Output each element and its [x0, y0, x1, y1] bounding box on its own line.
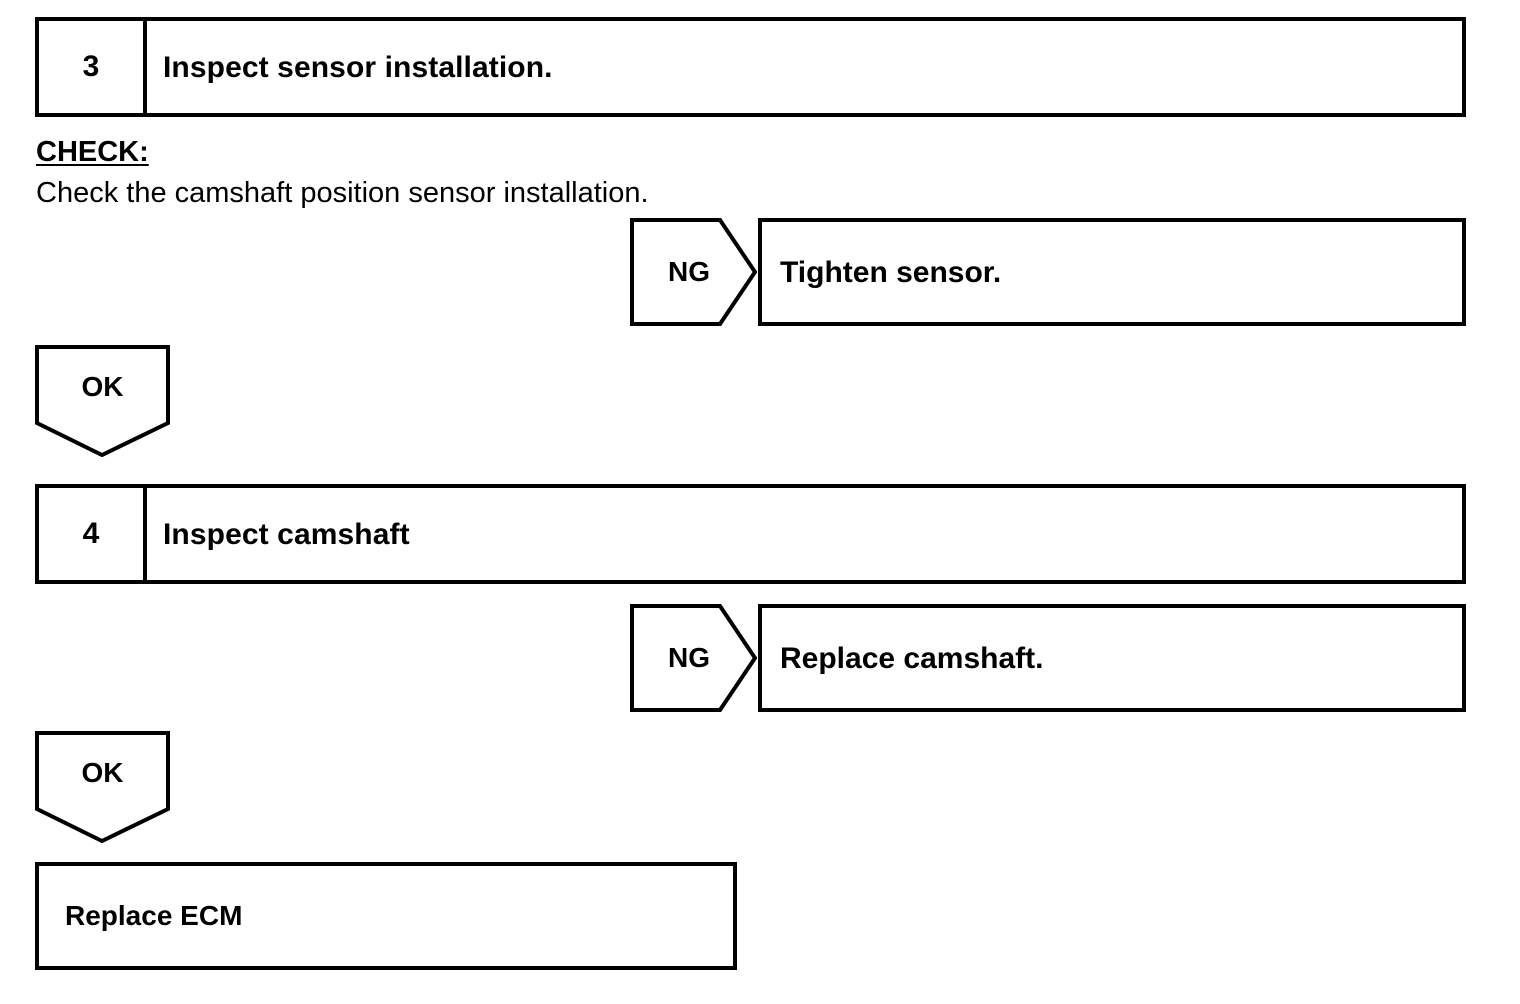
ng-action-box-4: Replace camshaft. — [758, 604, 1466, 712]
ng-action-text-4: Replace camshaft. — [780, 641, 1044, 675]
branch-marker-ok-3: OK — [35, 345, 170, 457]
step-title-4: Inspect camshaft — [163, 517, 410, 551]
check-body-3: Check the camshaft position sensor insta… — [36, 177, 649, 210]
step-title-cell-3: Inspect sensor installation. — [147, 21, 1462, 113]
step-number-3: 3 — [82, 50, 100, 83]
ok-pentagon-shape-4 — [35, 731, 170, 843]
step-box-3: 3 Inspect sensor installation. — [35, 17, 1466, 117]
ng-action-text-3: Tighten sensor. — [780, 255, 1002, 289]
final-result-text: Replace ECM — [65, 899, 243, 931]
step-box-4: 4 Inspect camshaft — [35, 484, 1466, 584]
step-number-cell-3: 3 — [39, 21, 147, 113]
step-title-3: Inspect sensor installation. — [163, 50, 553, 84]
step-number-4: 4 — [82, 517, 100, 550]
branch-marker-ng-4: NG — [630, 604, 757, 712]
ok-pentagon-shape-3 — [35, 345, 170, 457]
check-label-3: CHECK: — [36, 136, 149, 168]
branch-marker-ok-4: OK — [35, 731, 170, 843]
step-number-cell-4: 4 — [39, 488, 147, 580]
step-title-cell-4: Inspect camshaft — [147, 488, 1462, 580]
final-result-box: Replace ECM — [35, 862, 737, 970]
ng-pentagon-shape-4 — [630, 604, 757, 712]
branch-marker-ng-3: NG — [630, 218, 757, 326]
check-block-3: CHECK: Check the camshaft position senso… — [36, 136, 936, 211]
ng-pentagon-shape-3 — [630, 218, 757, 326]
ng-action-box-3: Tighten sensor. — [758, 218, 1466, 326]
